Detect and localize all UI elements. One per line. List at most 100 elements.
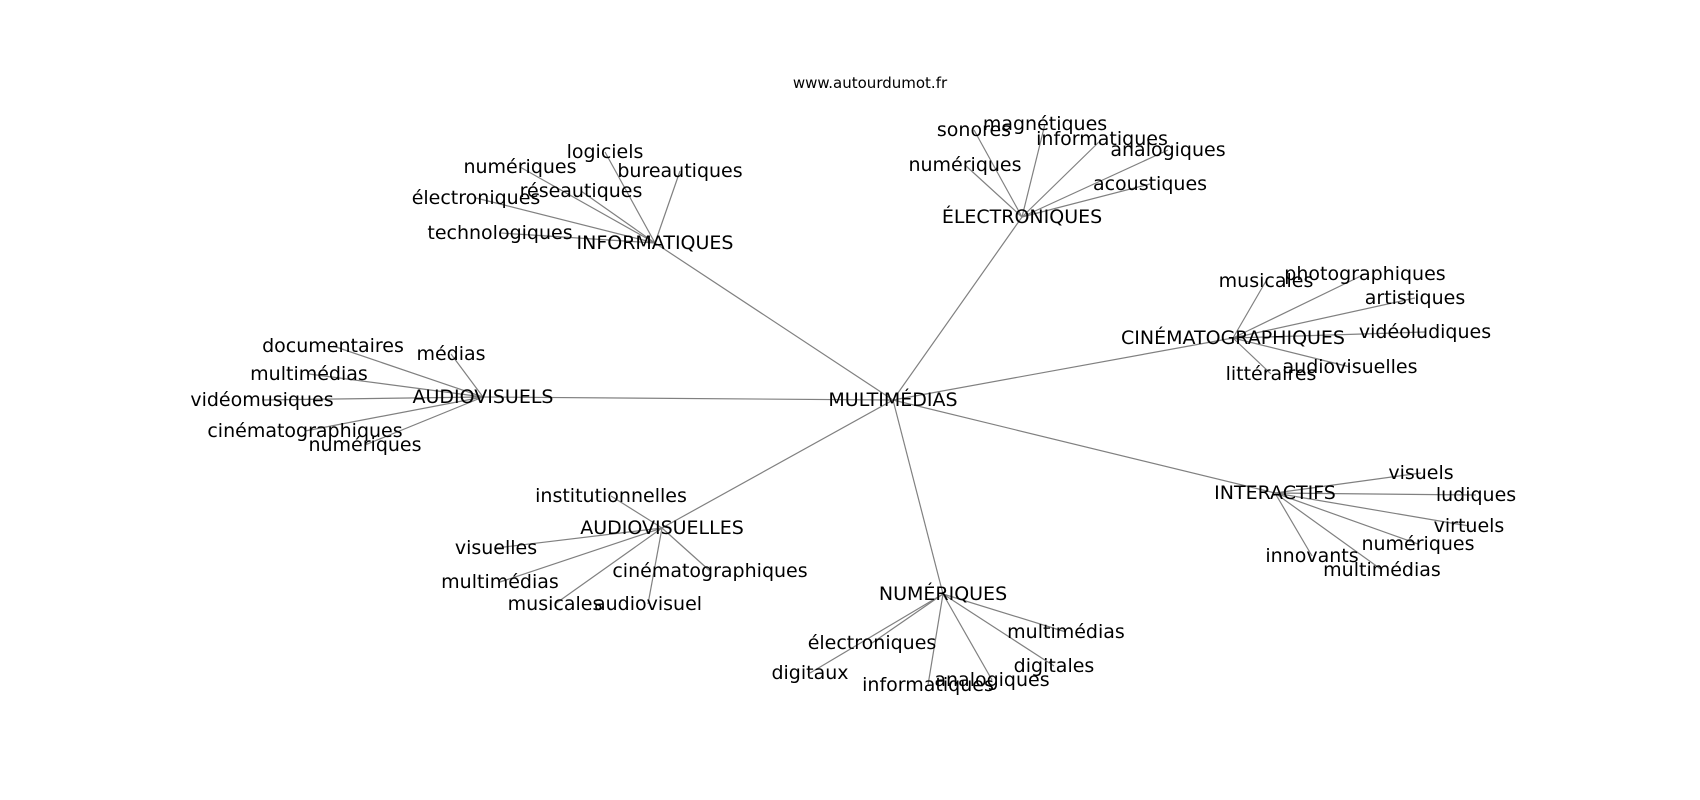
leaf-node-label: cinématographiques <box>612 560 807 582</box>
edge-hub-word <box>942 593 1055 667</box>
hub-node-label: INTERACTIFS <box>1214 482 1336 504</box>
leaf-node-label: cinématographiques <box>207 420 402 442</box>
edge-hub-word <box>308 373 484 398</box>
edge-hub-word <box>519 166 656 244</box>
hub-node-label: INFORMATIQUES <box>577 232 734 254</box>
edge-hub-word <box>1274 472 1422 494</box>
edge-hub-word <box>499 232 656 244</box>
edge-hub-word <box>942 593 993 681</box>
edge-hub-word <box>1232 280 1267 339</box>
leaf-node-label: audiovisuel <box>594 593 702 615</box>
edge-hub-word <box>610 495 663 529</box>
edge-hub-word <box>554 527 663 605</box>
edge-hub-word <box>495 527 663 549</box>
leaf-node-label: analogiques <box>1110 139 1225 161</box>
leaf-node-label: digitaux <box>771 662 848 684</box>
edge-center-hub <box>892 337 1234 401</box>
edge-hub-word <box>1232 337 1272 375</box>
edge-hub-word <box>1232 273 1366 339</box>
leaf-node-label: virtuels <box>1434 515 1505 537</box>
leaf-node-label: logiciels <box>567 141 644 163</box>
leaf-node-label: multimédias <box>441 571 559 593</box>
edge-hub-word <box>1232 337 1351 368</box>
edge-hub-word <box>261 396 484 401</box>
leaf-node-label: médias <box>416 343 485 365</box>
edge-hub-word <box>1274 492 1383 571</box>
leaf-node-label: réseautiques <box>520 180 643 202</box>
edge-hub-word <box>1232 297 1416 339</box>
edge-hub-word <box>1021 183 1151 218</box>
hub-node-label: CINÉMATOGRAPHIQUES <box>1121 326 1345 349</box>
edge-hub-word <box>942 593 1067 633</box>
edge-hub-word <box>475 197 656 244</box>
edge-hub-word <box>871 593 944 644</box>
source-title: www.autourdumot.fr <box>793 74 948 92</box>
leaf-node-label: électroniques <box>808 632 937 654</box>
leaf-node-label: numériques <box>308 434 421 456</box>
leaf-node-label: informatiques <box>1036 128 1168 150</box>
leaf-node-label: visuelles <box>455 537 537 559</box>
edge-hub-word <box>647 527 663 605</box>
leaf-node-label: numériques <box>908 154 1021 176</box>
leaf-node-label: magnétiques <box>983 113 1107 135</box>
hub-node-label: AUDIOVISUELS <box>413 386 554 408</box>
leaf-node-label: multimédias <box>250 363 368 385</box>
leaf-node-label: littéraires <box>1226 363 1317 385</box>
edge-hub-word <box>1021 138 1103 218</box>
leaf-node-label: acoustiques <box>1093 173 1207 195</box>
graph-edges <box>261 123 1477 686</box>
leaf-node-label: sonores <box>937 119 1011 141</box>
hub-node-label: AUDIOVISUELLES <box>580 517 744 539</box>
leaf-node-label: musicales <box>508 593 603 615</box>
edge-hub-word <box>499 527 663 583</box>
edge-hub-word <box>964 164 1023 218</box>
edge-hub-word <box>809 593 944 674</box>
graph-labels: www.autourdumot.fr MULTIMÉDIAS INFORMATIQ… <box>190 74 1516 696</box>
leaf-node-label: bureautiques <box>617 160 742 182</box>
leaf-node-label: audiovisuelles <box>1283 356 1418 378</box>
leaf-node-label: numériques <box>1361 533 1474 555</box>
edge-hub-word <box>1021 149 1169 218</box>
leaf-node-label: visuels <box>1388 462 1453 484</box>
edge-center-hub <box>892 399 944 595</box>
edge-center-hub <box>661 399 894 529</box>
edge-hub-word <box>973 129 1023 218</box>
edge-center-hub <box>654 242 894 401</box>
edge-hub-word <box>1232 331 1426 339</box>
leaf-node-label: multimédias <box>1323 559 1441 581</box>
edge-hub-word <box>1274 492 1470 527</box>
edge-center-hub <box>482 396 894 401</box>
edge-hub-word <box>604 151 656 244</box>
edge-center-hub <box>892 216 1023 401</box>
edge-hub-word <box>1274 492 1313 557</box>
leaf-node-label: électroniques <box>412 187 541 209</box>
edge-hub-word <box>927 593 944 686</box>
edge-hub-word <box>1274 492 1419 545</box>
leaf-node-label: vidéomusiques <box>190 389 333 411</box>
edge-center-hub <box>892 399 1276 494</box>
leaf-node-label: institutionnelles <box>535 485 687 507</box>
leaf-node-label: vidéoludiques <box>1359 321 1491 343</box>
leaf-node-label: ludiques <box>1436 484 1516 506</box>
leaf-node-label: analogiques <box>934 669 1049 691</box>
edge-hub-word <box>450 353 484 398</box>
leaf-node-label: artistiques <box>1365 287 1466 309</box>
leaf-node-label: documentaires <box>262 335 404 357</box>
edge-hub-word <box>1021 123 1046 218</box>
leaf-node-label: technologiques <box>427 222 572 244</box>
edge-hub-word <box>1274 492 1477 496</box>
hub-node-label: ÉLECTRONIQUES <box>942 205 1102 228</box>
edge-hub-word <box>304 396 484 432</box>
hub-node-label: NUMÉRIQUES <box>879 582 1007 605</box>
edge-hub-word <box>332 345 484 398</box>
edge-hub-word <box>661 527 711 572</box>
leaf-node-label: numériques <box>463 156 576 178</box>
center-node-label: MULTIMÉDIAS <box>828 388 957 411</box>
edge-hub-word <box>580 190 656 244</box>
leaf-node-label: multimédias <box>1007 621 1125 643</box>
edge-hub-word <box>654 170 681 244</box>
leaf-node-label: photographiques <box>1284 263 1445 285</box>
edge-hub-word <box>364 396 484 446</box>
leaf-node-label: digitales <box>1014 655 1095 677</box>
